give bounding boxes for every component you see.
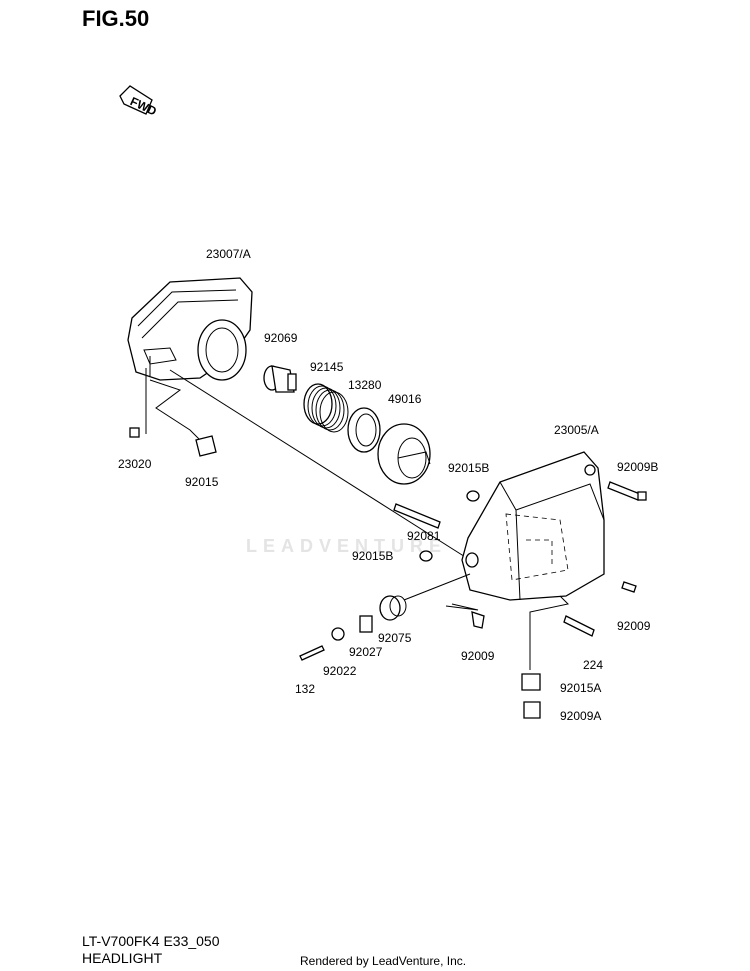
label-23005A: 23005/A	[554, 423, 599, 437]
fwd-label: FWD	[128, 94, 159, 118]
bulb	[263, 365, 297, 393]
label-132: 132	[295, 682, 315, 696]
section-name: HEADLIGHT	[82, 950, 163, 966]
label-92027: 92027	[349, 645, 383, 659]
headlight-housing	[127, 277, 253, 381]
part-92009A-bolt	[523, 701, 541, 719]
model-code: LT-V700FK4 E33_050	[82, 933, 220, 949]
fwd-arrow-icon: FWD	[119, 85, 159, 119]
part-92022-washer	[331, 627, 345, 641]
label-49016: 49016	[388, 392, 422, 406]
socket-cover	[377, 423, 431, 485]
part-92075-grommet	[379, 595, 407, 621]
part-132-bolt	[299, 645, 325, 661]
figure-title: FIG.50	[82, 6, 150, 31]
part-23020-nut	[129, 427, 140, 438]
part-92009B-head	[637, 491, 647, 501]
part-92009-bolt-center	[471, 611, 485, 629]
label-92022: 92022	[323, 664, 357, 678]
label-92009-center: 92009	[461, 649, 495, 663]
label-92069: 92069	[264, 331, 298, 345]
label-92081: 92081	[407, 529, 441, 543]
label-13280: 13280	[348, 378, 382, 392]
part-92015B-grommet	[466, 490, 480, 502]
part-224-bolt	[563, 615, 595, 637]
part-92081-screw	[393, 503, 441, 529]
label-92015: 92015	[185, 475, 219, 489]
label-23007A: 23007/A	[206, 247, 251, 261]
label-92145: 92145	[310, 360, 344, 374]
headlight-bracket	[461, 451, 605, 601]
label-92075: 92075	[378, 631, 412, 645]
part-92015A-collar	[521, 673, 541, 691]
credit-text: Rendered by LeadVenture, Inc.	[300, 954, 467, 968]
label-224: 224	[583, 658, 603, 672]
label-92015A: 92015A	[560, 681, 601, 695]
label-92015B-top: 92015B	[448, 461, 489, 475]
label-92009-right: 92009	[617, 619, 651, 633]
part-92015B-grommet-lower	[419, 550, 433, 562]
part-92009B-bolt	[607, 481, 641, 501]
label-92015B-lower: 92015B	[352, 549, 393, 563]
part-92009-bolt-right	[621, 581, 637, 593]
spring	[303, 383, 349, 433]
part-92015-clip	[195, 435, 217, 457]
part-92027-collar	[359, 615, 373, 633]
retaining-ring	[347, 407, 381, 453]
watermark: LEADVENTURE	[246, 536, 448, 556]
label-23020: 23020	[118, 457, 152, 471]
label-92009A: 92009A	[560, 709, 601, 723]
label-92009B: 92009B	[617, 460, 658, 474]
